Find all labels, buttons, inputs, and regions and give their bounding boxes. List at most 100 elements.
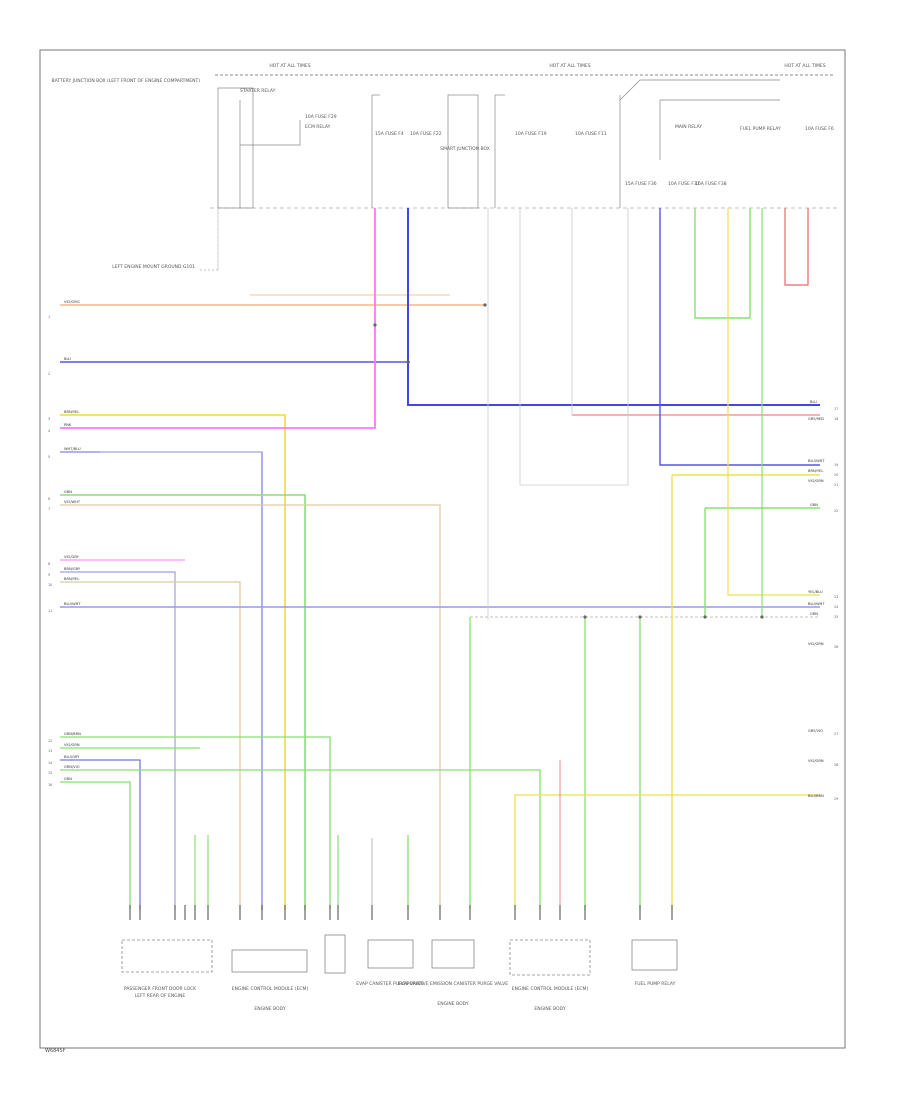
right-wire-9: GRN <box>810 612 818 616</box>
right-pin-1: 17 <box>834 407 838 411</box>
right-pin-8: 24 <box>834 605 838 609</box>
relay-label-2: FUEL PUMP RELAY <box>740 126 781 132</box>
wire-gray-horizontal <box>100 451 628 486</box>
right-wire-5: VIO/GRN <box>808 479 824 483</box>
right-wire-7: YEL/BLU <box>808 590 823 594</box>
right-wire-8: BLU/WHT <box>808 602 825 606</box>
left-wire-4: PNK <box>64 423 72 427</box>
left-pin-10: 10 <box>48 583 52 587</box>
left-pin-11: 11 <box>48 609 52 613</box>
component-2-name: ENGINE CONTROL MODULE (ECM) <box>232 986 309 992</box>
left-pin-8: 8 <box>48 562 50 566</box>
right-wire-13: BLU/BRN <box>808 794 824 798</box>
fuse-label-7: 10A FUSE F37 <box>668 181 700 187</box>
right-pin-numbers: 17 18 19 20 21 22 23 24 25 26 27 28 29 <box>834 407 838 801</box>
right-wire-3: BLU/WHT <box>808 459 825 463</box>
left-pin-4: 4 <box>48 429 50 433</box>
component-box-6 <box>509 939 591 976</box>
bottom-components <box>121 934 678 976</box>
wire-grn-2 <box>60 781 131 910</box>
diagram-frame <box>39 49 846 1049</box>
left-wire-5: WHT/BLU <box>64 447 81 451</box>
left-wire-7: VIO/WHT <box>64 500 81 504</box>
left-pin-12: 12 <box>48 739 52 743</box>
right-wire-11: GRY/VIO <box>808 729 823 733</box>
fuse-label-5: 10A FUSE F11 <box>575 131 607 137</box>
left-wire-8: VIO/GRY <box>64 555 80 559</box>
right-wire-10: VIO/GRN <box>808 642 824 646</box>
wire-gray-verticals <box>217 208 629 620</box>
left-pin-1: 1 <box>48 315 50 319</box>
left-wire-labels: VIO/ORG BLU BRN/YEL PNK WHT/BLU GRN VIO/… <box>64 300 81 781</box>
right-wire-1: BLU <box>810 400 817 404</box>
left-pin-2: 2 <box>48 372 50 376</box>
relay-label-3: ECM RELAY <box>305 124 331 130</box>
left-pin-7: 7 <box>48 507 50 511</box>
component-1-name: PASSENGER FRONT DOOR LOCK <box>124 986 197 992</box>
right-pin-12: 28 <box>834 763 838 767</box>
left-wire-13: VIO/GRN <box>64 743 80 747</box>
fuse-label-4: 10A FUSE F19 <box>515 131 547 137</box>
component-box-4 <box>367 939 414 969</box>
right-pin-9: 25 <box>834 615 838 619</box>
right-pin-3: 19 <box>834 463 838 467</box>
fuse-label-6: 15A FUSE F36 <box>625 181 657 187</box>
wire-right-blu <box>659 208 820 466</box>
bus-label-2: HOT AT ALL TIMES <box>549 63 590 69</box>
right-pin-6: 22 <box>834 509 838 513</box>
left-pin-3: 3 <box>48 417 50 421</box>
component-6-name: FUEL PUMP RELAY <box>635 981 676 987</box>
right-pin-10: 26 <box>834 645 838 649</box>
right-wire-4: BRN/YEL <box>808 469 823 473</box>
right-pin-7: 23 <box>834 595 838 599</box>
left-wire-15: GRN/VIO <box>64 765 80 769</box>
wire-pnk <box>60 208 376 429</box>
wire-grn-vio <box>60 769 541 910</box>
left-wire-12: GRN/BRN <box>64 732 81 736</box>
component-4-name: EVAPORATIVE EMISSION CANISTER PURGE VALV… <box>398 981 508 987</box>
wire-wht-blu <box>60 451 263 910</box>
connector-ticks <box>129 905 673 920</box>
wire-grn-200 <box>194 835 209 910</box>
component-5-name: ENGINE CONTROL MODULE (ECM) <box>512 986 589 992</box>
wire-vio-wht <box>60 504 441 910</box>
left-wire-16: GRN <box>64 777 72 781</box>
left-pin-9: 9 <box>48 573 50 577</box>
fuse-label-2: 15A FUSE F4 <box>375 131 404 137</box>
left-pin-14: 14 <box>48 761 52 765</box>
left-wire-10: BRN/YEL <box>64 577 79 581</box>
right-wire-2: GRY/RED <box>808 417 824 421</box>
footer-code: W6845F <box>45 1048 66 1054</box>
left-wire-3: BRN/YEL <box>64 410 79 414</box>
right-wire-12: VIO/GRN <box>808 759 824 763</box>
left-wire-2: BLU <box>64 357 71 361</box>
component-box-3 <box>324 934 346 974</box>
component-box-2 <box>231 949 308 973</box>
component-4-sub: ENGINE BODY <box>437 1001 468 1007</box>
ground-splice-label: LEFT ENGINE MOUNT GROUND G101 <box>112 264 195 270</box>
left-wire-14: BLU/GRY <box>64 755 80 759</box>
relay-label-1: MAIN RELAY <box>675 124 702 130</box>
component-box-7 <box>631 939 678 971</box>
wire-grn <box>60 494 306 910</box>
wire-grn-brn <box>60 736 331 910</box>
left-wire-1: VIO/ORG <box>64 300 80 304</box>
bus-label-1: HOT AT ALL TIMES <box>269 63 310 69</box>
right-pin-4: 20 <box>834 473 838 477</box>
wire-brn-gry <box>60 571 176 910</box>
fuse-label-3: 10A FUSE F22 <box>410 131 442 137</box>
left-pin-5: 5 <box>48 455 50 459</box>
junction-box-label: BATTERY JUNCTION BOX (LEFT FRONT OF ENGI… <box>52 78 201 84</box>
fuse-label-1: 10A FUSE F29 <box>305 114 337 120</box>
wire-yel-center <box>514 794 820 910</box>
left-pin-6: 6 <box>48 497 50 501</box>
left-pin-numbers: 1 2 3 4 5 6 7 8 9 10 11 12 13 14 15 16 <box>48 315 52 787</box>
wire-right-yel-2 <box>727 208 820 596</box>
right-wire-labels: BLU GRY/RED BLU/WHT BRN/YEL VIO/GRN GRN … <box>808 400 825 798</box>
right-pin-11: 27 <box>834 732 838 736</box>
relay-label-4: STARTER RELAY <box>240 88 276 94</box>
wire-blu-vert <box>407 208 820 406</box>
left-wire-11: BLU/WHT <box>64 602 81 606</box>
left-pin-13: 13 <box>48 749 52 753</box>
